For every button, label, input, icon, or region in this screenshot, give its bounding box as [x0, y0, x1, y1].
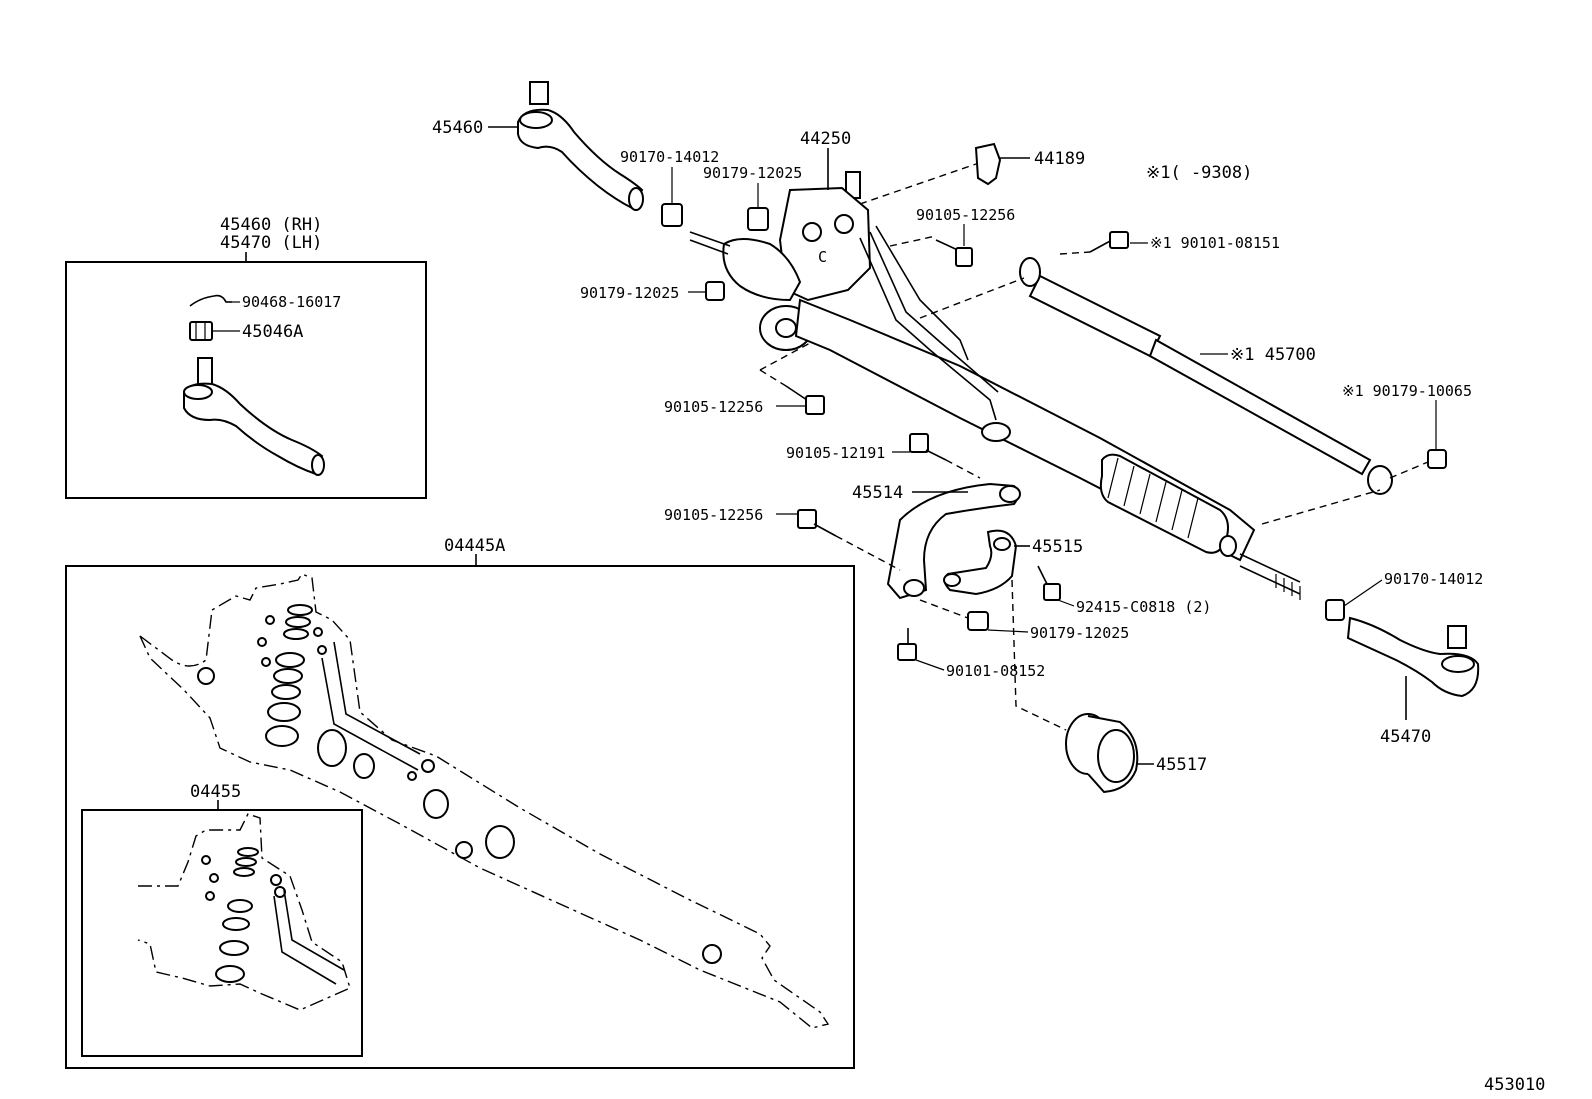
- label-90101-08152: 90101-08152: [946, 662, 1045, 680]
- bracket-45514: [886, 482, 1021, 600]
- bolt-90101-08151: [1089, 231, 1129, 253]
- castle-nut: [189, 321, 213, 341]
- clamp-45515: [943, 529, 1018, 596]
- label-45517: 45517: [1156, 755, 1207, 775]
- nut-90179-left: [705, 281, 725, 301]
- rack-body: [794, 225, 1301, 600]
- inset-title-lh: 45470 (LH): [220, 233, 322, 253]
- bolt-90101-08152: [897, 628, 917, 661]
- rack-housing-phantom: [139, 573, 830, 1029]
- inset-title-rh: 45460 (RH): [220, 215, 322, 235]
- subkit-title: 04455: [190, 782, 241, 802]
- bolt-92415: [1037, 565, 1061, 601]
- subkit-housing-phantom: [137, 813, 351, 1011]
- note-marker: ※1( -9308): [1146, 163, 1252, 183]
- bolt-90105-12191: [909, 433, 947, 461]
- steering-damper: [1019, 257, 1393, 495]
- cotter-pin-label: 90468-16017: [242, 293, 341, 311]
- label-44250: 44250: [800, 129, 851, 149]
- bolt-90105-low: [797, 509, 837, 537]
- bolt-90105-mid: [785, 385, 825, 415]
- nut-90170-top: [661, 203, 683, 227]
- label-90170-right: 90170-14012: [1384, 570, 1483, 588]
- label-90105-mid: 90105-12256: [664, 398, 763, 416]
- label-45700: ※1 45700: [1230, 345, 1316, 365]
- label-90179-low: 90179-12025: [1030, 624, 1129, 642]
- tie-rod-end-inset-part: [183, 357, 325, 476]
- nut-90179-10065: [1427, 449, 1447, 469]
- tie-rod-end-rh: [517, 81, 644, 211]
- nut-90179-low: [967, 611, 989, 631]
- label-45460: 45460: [432, 118, 483, 138]
- kit-inset-frame: [65, 565, 855, 1069]
- nut-90179-top: [747, 207, 769, 231]
- label-90105-low: 90105-12256: [664, 506, 763, 524]
- label-44189: 44189: [1034, 149, 1085, 169]
- label-90179-10065: ※1 90179-10065: [1342, 382, 1472, 400]
- seal-set: [197, 604, 722, 964]
- label-90179-left: 90179-12025: [580, 284, 679, 302]
- cotter-pin: [189, 294, 232, 307]
- label-92415: 92415-C0818 (2): [1076, 598, 1211, 616]
- label-90105-top: 90105-12256: [916, 206, 1015, 224]
- bracket-44189: [974, 142, 1002, 186]
- label-90170-top: 90170-14012: [620, 148, 719, 166]
- label-90101-08151: ※1 90101-08151: [1150, 234, 1280, 252]
- label-45470: 45470: [1380, 727, 1431, 747]
- tie-rod-end-inset: 45460 (RH) 45470 (LH) 90468-16017 45046A: [65, 215, 427, 499]
- tie-rod-inset-frame: [65, 261, 427, 499]
- castle-nut-label: 45046A: [242, 322, 303, 342]
- subkit-inset-frame: [81, 809, 363, 1057]
- kit-inset: 04445A: [65, 536, 855, 1069]
- label-45515: 45515: [1032, 537, 1083, 557]
- tie-rod-end-lh: [1346, 616, 1480, 698]
- bolt-90105-top: [935, 239, 973, 267]
- diagram-code: 453010: [1484, 1075, 1545, 1095]
- svg-text:C: C: [818, 248, 827, 266]
- subkit-inset: 04455: [81, 782, 363, 1057]
- kit-title: 04445A: [444, 536, 505, 556]
- label-90105-12191: 90105-12191: [786, 444, 885, 462]
- grommet-45517: [1065, 713, 1139, 794]
- nut-90170-right: [1325, 599, 1345, 621]
- label-45514: 45514: [852, 483, 903, 503]
- label-90179-top: 90179-12025: [703, 164, 802, 182]
